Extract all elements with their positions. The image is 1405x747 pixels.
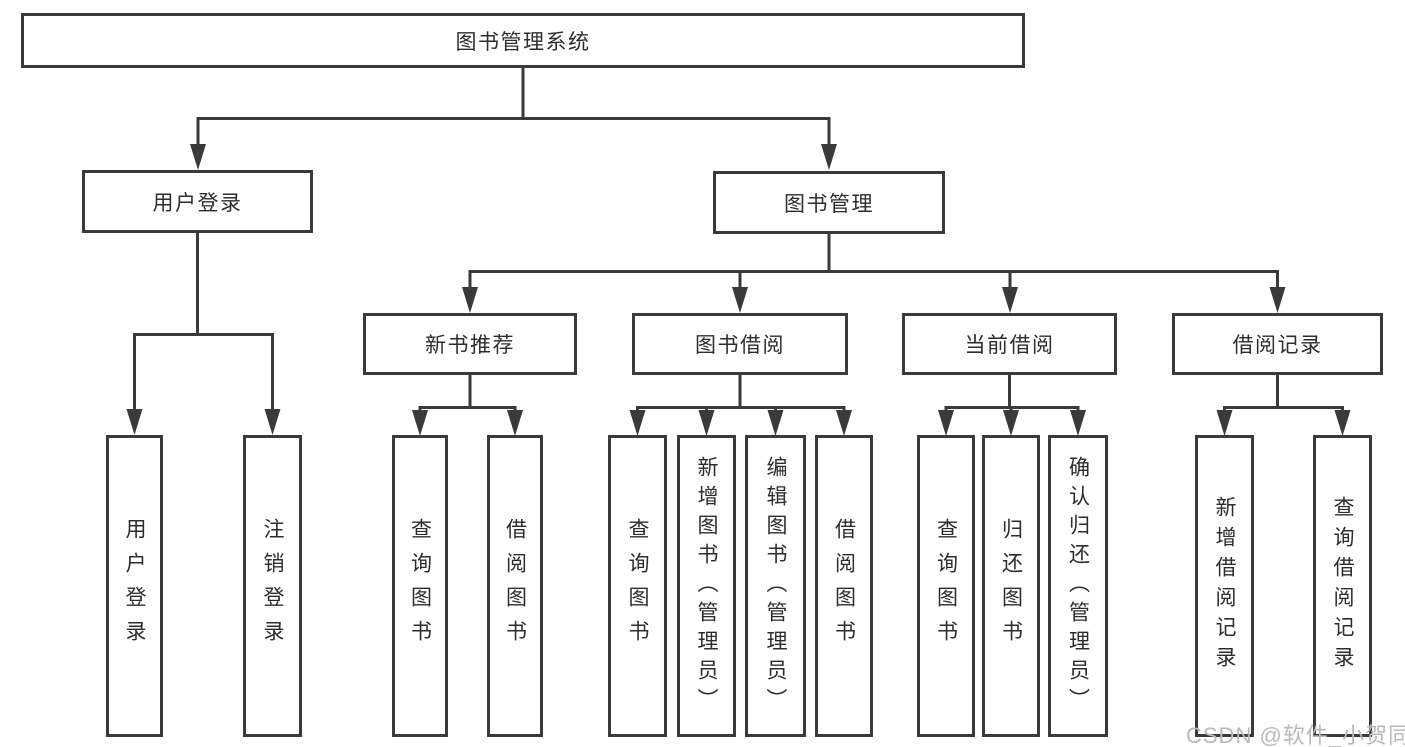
node-book-borrowing-label: 图书借阅 [695, 334, 785, 357]
csdn-watermark: CSDN @软件_小贺同学 [1186, 723, 1405, 747]
leaf-br-query-record-label: 查询借阅记录 [1331, 496, 1355, 676]
connector-root [196, 68, 831, 148]
leaf-br-add-record-label: 新增借阅记录 [1213, 496, 1237, 676]
node-current-borrowing: 当前借阅 [902, 313, 1117, 375]
node-user-login-label: 用户登录 [152, 191, 243, 215]
leaf-nb-query-books: 查询图书 [392, 435, 448, 737]
node-new-books-label: 新书推荐 [425, 334, 515, 357]
leaf-nb-borrow-books-label: 借阅图书 [503, 518, 527, 654]
leaf-bb-query-books: 查询图书 [608, 435, 667, 737]
leaf-bb-query-books-label: 查询图书 [626, 518, 650, 654]
arrowheads [126, 144, 1351, 436]
node-borrowing-records-label: 借阅记录 [1232, 334, 1323, 357]
leaf-nb-borrow-books: 借阅图书 [487, 435, 543, 737]
leaf-bb-edit-books-admin-label: 编辑图书（管理员） [764, 455, 788, 717]
leaf-bb-add-books-admin-label: 新增图书（管理员） [695, 455, 719, 717]
leaf-bb-add-books-admin: 新增图书（管理员） [677, 435, 736, 737]
connector-current-borrowing [944, 375, 1080, 411]
connector-book-borrowing [636, 375, 846, 411]
node-book-management-label: 图书管理 [784, 192, 874, 216]
node-new-books: 新书推荐 [363, 313, 577, 375]
leaf-bb-edit-books-admin: 编辑图书（管理员） [745, 435, 806, 737]
leaf-cb-query-books-label: 查询图书 [934, 518, 958, 654]
node-book-borrowing: 图书借阅 [632, 313, 848, 375]
leaf-br-add-record: 新增借阅记录 [1195, 435, 1254, 737]
leaf-logout-label: 注销登录 [261, 518, 285, 654]
leaf-logout: 注销登录 [243, 435, 302, 737]
connector-book-management [468, 234, 1279, 290]
leaf-user-login-label: 用户登录 [123, 518, 147, 654]
leaf-cb-return-books-label: 归还图书 [999, 518, 1023, 654]
node-current-borrowing-label: 当前借阅 [964, 334, 1055, 357]
leaf-cb-confirm-return-admin: 确认归还（管理员） [1048, 435, 1108, 737]
leaf-nb-query-books-label: 查询图书 [408, 518, 432, 654]
node-borrowing-records: 借阅记录 [1172, 313, 1383, 375]
node-root-label: 图书管理系统 [455, 30, 591, 54]
leaf-user-login: 用户登录 [106, 435, 163, 737]
leaf-br-query-record: 查询借阅记录 [1313, 435, 1372, 737]
connector-new-books [418, 375, 517, 411]
connector-user-login [133, 233, 274, 412]
leaf-bb-borrow-books-label: 借阅图书 [832, 518, 856, 654]
node-book-management: 图书管理 [713, 171, 945, 234]
leaf-cb-confirm-return-admin-label: 确认归还（管理员） [1066, 455, 1090, 717]
leaf-cb-return-books: 归还图书 [982, 435, 1040, 737]
node-root: 图书管理系统 [21, 13, 1025, 68]
connector-borrowing-records [1223, 375, 1344, 411]
node-user-login: 用户登录 [82, 170, 313, 233]
leaf-cb-query-books: 查询图书 [917, 435, 975, 737]
leaf-bb-borrow-books: 借阅图书 [815, 435, 873, 737]
